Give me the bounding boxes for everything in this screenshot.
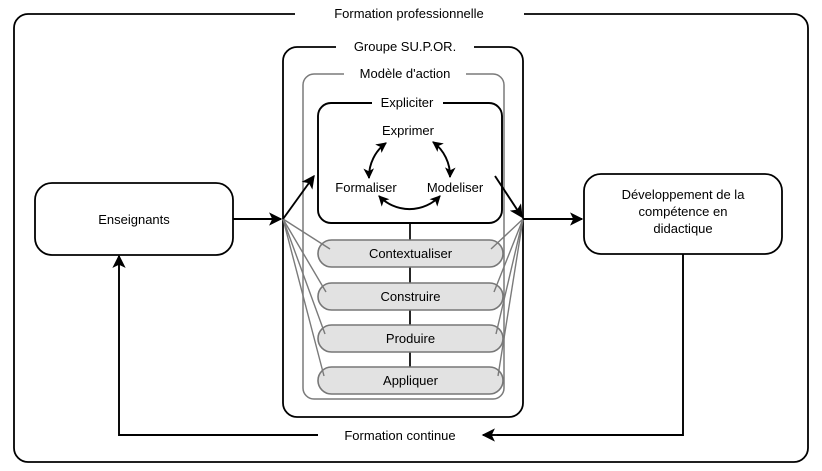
cycle-node-formaliser: Formaliser [335,180,397,195]
expliciter-box: Expliciter [317,95,503,224]
outer-frame-formation-professionnelle: Formation professionnelle [13,6,809,463]
stage-pill-contextualiser-label: Contextualiser [369,246,453,261]
groupe-supor-frame: Groupe SU.P.OR. [282,39,524,418]
stage-pill-appliquer-label: Appliquer [383,373,439,388]
formation-continue-label: Formation continue [344,428,455,443]
outer-frame-label: Formation professionnelle [334,6,484,21]
cycle-node-modeliser: Modeliser [427,180,484,195]
modele-daction-label: Modèle d'action [360,66,451,81]
developpement-competence-box[interactable]: Développement de la compétence en didact… [583,173,783,255]
groupe-supor-label: Groupe SU.P.OR. [354,39,456,54]
modele-daction-frame: Modèle d'action [302,66,505,400]
enseignants-box[interactable]: Enseignants [34,182,234,256]
stage-pill-contextualiser[interactable]: Contextualiser [317,239,504,268]
developpement-line-2: compétence en [639,204,728,219]
left-fan-connectors [282,174,331,377]
formation-continue-feedback: Formation continue [112,254,684,443]
stage-pill-construire[interactable]: Construire [317,282,504,311]
expliciter-label: Expliciter [381,95,434,110]
stage-pill-appliquer[interactable]: Appliquer [317,366,504,395]
developpement-line-1: Développement de la [622,187,746,202]
explicitation-cycle: Exprimer Formaliser Modeliser [335,123,484,210]
stage-pill-produire-label: Produire [386,331,435,346]
stage-pill-construire-label: Construire [381,289,441,304]
right-fan-connectors [490,175,524,377]
developpement-line-3: didactique [653,221,712,236]
stage-pill-produire[interactable]: Produire [317,324,504,353]
cycle-node-exprimer: Exprimer [382,123,435,138]
enseignants-label: Enseignants [98,212,170,227]
